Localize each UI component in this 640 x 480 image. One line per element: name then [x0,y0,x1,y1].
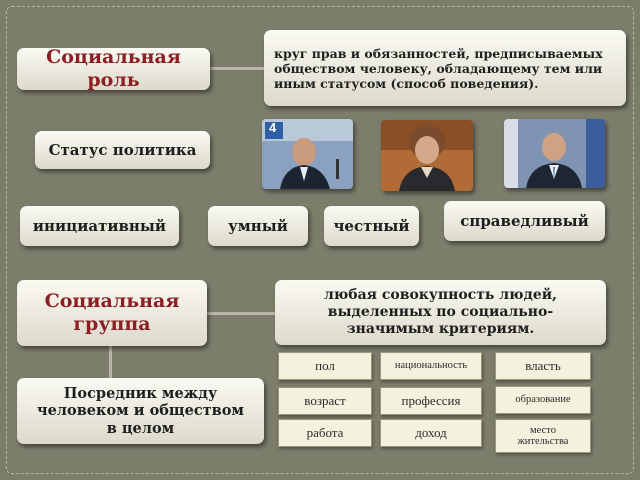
criterion-residence: место жительства [495,419,591,453]
criterion-gender: пол [278,352,372,380]
criterion-profession: профессия [380,387,482,415]
social-group-mediator: Посредник между человеком и обществом в … [17,378,264,444]
criterion-nationality: национальность [380,352,482,380]
criterion-education: образование [495,386,591,414]
social-role-title: Социальная роль [17,46,210,91]
slide-frame [6,6,634,474]
criterion-income: доход [380,419,482,447]
quality-honest: честный [324,206,419,246]
criterion-work: работа [278,419,372,447]
quality-fair: справедливый [444,201,605,241]
quality-initiative: инициативный [20,206,179,246]
connector-role-definition [210,67,266,70]
politician-photo-2 [381,120,473,191]
photo-badge-number: 4 [269,120,277,135]
social-group-definition: любая совокупность людей, выделенных по … [275,280,606,345]
criterion-power: власть [495,352,591,380]
politician-photo-3 [504,119,605,188]
social-group-title: Социальная группа [17,280,207,346]
politician-status-title: Статус политика [35,131,210,169]
connector-group-mediator [109,346,112,380]
politician-photo-1 [262,119,353,189]
social-group-title-line2: группа [73,313,151,335]
criterion-age: возраст [278,387,372,415]
connector-group-definition [207,312,277,315]
social-group-title-line1: Социальная [44,290,180,313]
quality-smart: умный [208,206,308,246]
social-role-definition: круг прав и обязанностей, предписываемых… [264,30,626,106]
